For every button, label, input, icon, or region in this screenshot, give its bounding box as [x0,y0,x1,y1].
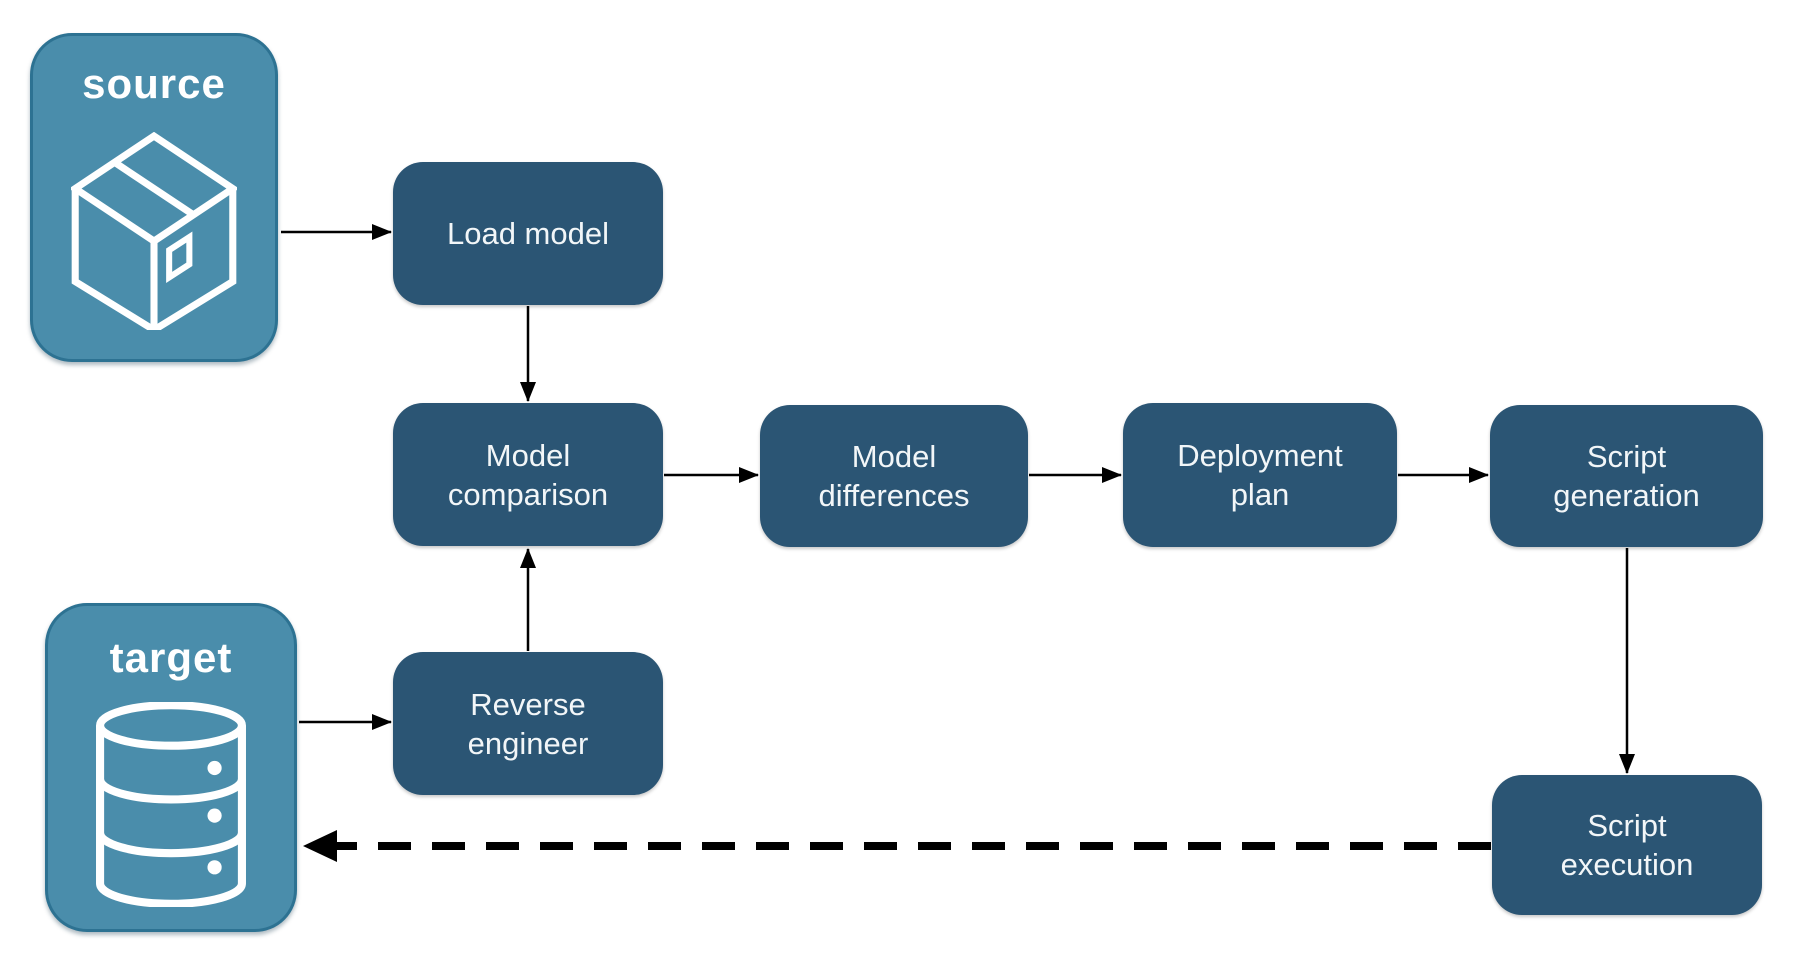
node-deployment-plan-label: Deployment plan [1177,438,1343,512]
node-reverse-engineer: Reverse engineer [393,652,663,795]
node-script-execution-label: Script execution [1560,808,1694,882]
node-reverse-engineer-label: Reverse engineer [467,686,589,761]
database-icon [95,702,247,907]
node-model-differences: Model differences [760,405,1028,547]
node-model-differences-label: Model differences [818,439,970,513]
source-label: source [82,60,226,107]
node-model-comparison-label: Model comparison [447,437,609,512]
node-model-comparison: Model comparison [393,403,663,546]
container-source: source [30,33,278,362]
container-target: target [45,603,297,932]
package-icon [71,132,237,330]
node-script-execution: Script execution [1492,775,1762,915]
node-load-model-label: Load model [446,216,609,251]
target-label: target [109,634,233,681]
node-deployment-plan: Deployment plan [1123,403,1397,547]
node-script-generation: Script generation [1490,405,1763,547]
node-script-generation-label: Script generation [1553,439,1700,513]
node-load-model: Load model [393,162,663,305]
